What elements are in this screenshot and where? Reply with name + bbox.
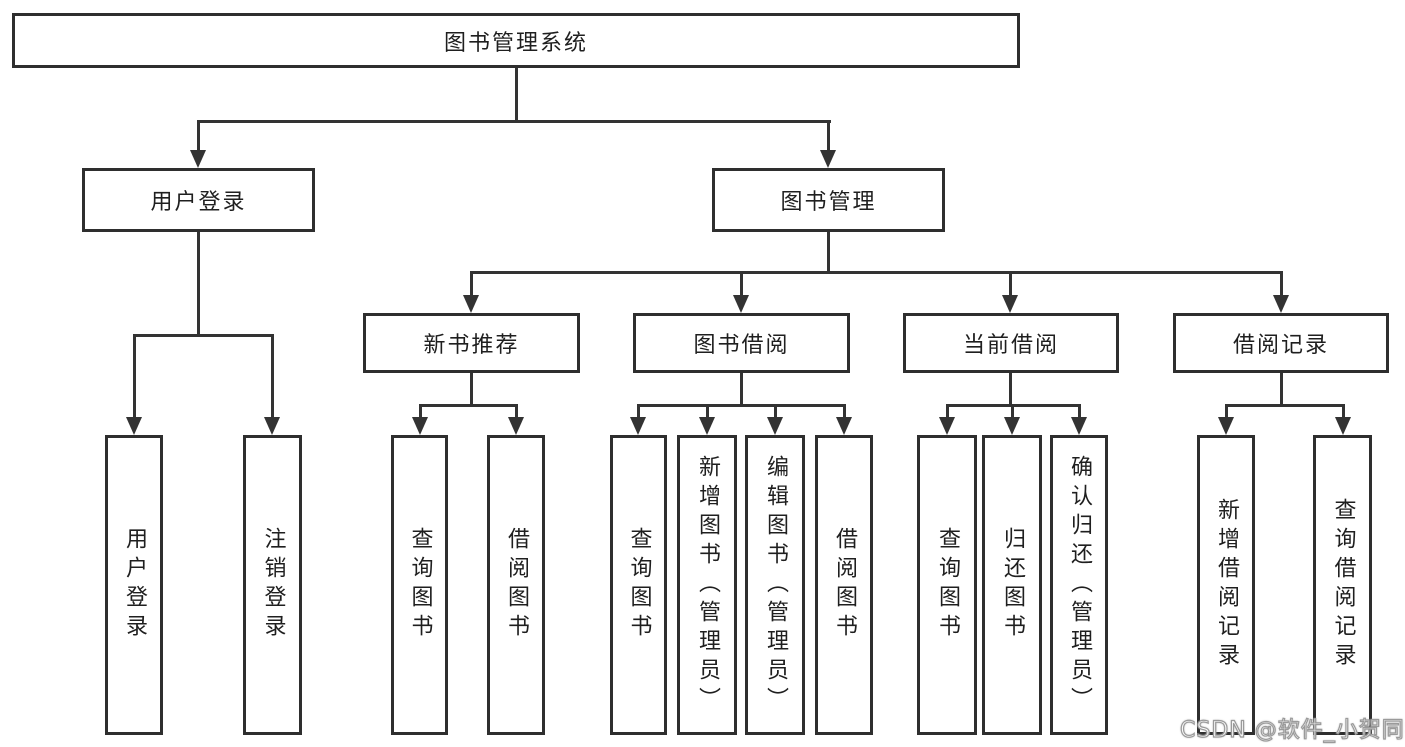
node-borrow: 图书借阅 xyxy=(633,313,850,373)
csdn-watermark: CSDN @软件_小贺同学 xyxy=(1179,717,1405,743)
connector-user-login-stem xyxy=(197,232,200,337)
arrowhead-cu1 xyxy=(939,417,955,435)
leaf-borrow-borrow: 借阅图书 xyxy=(815,435,873,735)
connector-new-book-hline xyxy=(419,404,518,407)
connector-arrow-line-new-book xyxy=(470,271,473,297)
leaf-newbook-borrow-label: 借阅图书 xyxy=(504,527,529,643)
node-borrow-label: 图书借阅 xyxy=(693,333,790,358)
connector-level3-hline xyxy=(470,271,1283,274)
connector-arrow-line-br2 xyxy=(706,404,709,419)
arrowhead-book-mgmt xyxy=(820,150,836,168)
arrowhead-re2 xyxy=(1335,417,1351,435)
node-record-label: 借阅记录 xyxy=(1232,333,1329,358)
leaf-logout: 注销登录 xyxy=(243,435,302,735)
leaf-borrow-query-label: 查询图书 xyxy=(626,527,652,643)
leaf-newbook-borrow: 借阅图书 xyxy=(487,435,545,735)
node-user-login: 用户登录 xyxy=(82,168,315,232)
connector-record-stem xyxy=(1280,373,1283,407)
node-record: 借阅记录 xyxy=(1173,313,1389,373)
leaf-current-query-label: 查询图书 xyxy=(935,527,960,643)
connector-arrow-line-cu2 xyxy=(1011,404,1014,419)
leaf-record-query: 查询借阅记录 xyxy=(1313,435,1372,735)
leaf-current-return: 归还图书 xyxy=(982,435,1042,735)
connector-arrow-line-nb2 xyxy=(515,404,518,419)
connector-arrow-line-book-mgmt xyxy=(827,120,830,152)
leaf-record-add: 新增借阅记录 xyxy=(1197,435,1255,735)
leaf-borrow-add-label: 新增图书（管理员） xyxy=(695,454,720,716)
connector-arrow-line-br3 xyxy=(774,404,777,419)
leaf-newbook-query-label: 查询图书 xyxy=(407,527,433,643)
leaf-borrow-borrow-label: 借阅图书 xyxy=(832,527,857,643)
connector-book-mgmt-stem xyxy=(827,232,830,274)
connector-arrow-line-cu1 xyxy=(946,404,949,419)
leaf-user-login: 用户登录 xyxy=(105,435,163,735)
arrowhead-record xyxy=(1273,295,1289,313)
leaf-borrow-query: 查询图书 xyxy=(610,435,667,735)
leaf-current-confirm: 确认归还（管理员） xyxy=(1050,435,1108,735)
leaf-record-query-label: 查询借阅记录 xyxy=(1330,498,1356,672)
leaf-borrow-edit: 编辑图书（管理员） xyxy=(745,435,805,735)
node-user-login-label: 用户登录 xyxy=(150,190,247,215)
arrowhead-borrow xyxy=(733,295,749,313)
connector-arrow-line-cu3 xyxy=(1078,404,1081,419)
leaf-current-return-label: 归还图书 xyxy=(1000,527,1025,643)
connector-arrow-line-current xyxy=(1009,271,1012,297)
arrowhead-cu3 xyxy=(1071,417,1087,435)
connector-root-stem xyxy=(515,68,518,123)
leaf-current-confirm-label: 确认归还（管理员） xyxy=(1067,454,1092,716)
node-new-book: 新书推荐 xyxy=(363,313,580,373)
leaf-borrow-add: 新增图书（管理员） xyxy=(677,435,737,735)
connector-new-book-stem xyxy=(470,373,473,407)
connector-arrow-line-re1 xyxy=(1225,404,1228,419)
connector-borrow-stem xyxy=(740,373,743,407)
arrowhead-nb2 xyxy=(508,417,524,435)
arrowhead-nb1 xyxy=(412,417,428,435)
connector-user-login-hline xyxy=(133,334,274,337)
leaf-current-query: 查询图书 xyxy=(917,435,977,735)
node-current-label: 当前借阅 xyxy=(962,333,1059,358)
arrowhead-cu2 xyxy=(1004,417,1020,435)
arrowhead-re1 xyxy=(1218,417,1234,435)
arrowhead-user-login xyxy=(190,150,206,168)
arrowhead-br3 xyxy=(767,417,783,435)
node-root-label: 图书管理系统 xyxy=(443,30,588,56)
leaf-newbook-query: 查询图书 xyxy=(391,435,448,735)
connector-current-stem xyxy=(1009,373,1012,407)
node-new-book-label: 新书推荐 xyxy=(423,333,520,358)
connector-arrow-line-nb1 xyxy=(419,404,422,419)
connector-borrow-hline xyxy=(637,404,846,407)
arrowhead-current xyxy=(1002,295,1018,313)
node-book-mgmt: 图书管理 xyxy=(712,168,945,232)
leaf-record-add-label: 新增借阅记录 xyxy=(1214,498,1239,672)
connector-record-hline xyxy=(1225,404,1345,407)
leaf-user-login-label: 用户登录 xyxy=(122,527,147,643)
arrowhead-new-book xyxy=(463,295,479,313)
arrowhead-br1 xyxy=(630,417,646,435)
connector-arrow-line-login-leaf xyxy=(133,334,136,419)
connector-arrow-line-re2 xyxy=(1342,404,1345,419)
node-book-mgmt-label: 图书管理 xyxy=(780,190,877,215)
connector-arrow-line-br1 xyxy=(637,404,640,419)
arrowhead-br2 xyxy=(699,417,715,435)
node-current: 当前借阅 xyxy=(903,313,1119,373)
arrowhead-logout-leaf xyxy=(264,417,280,435)
connector-arrow-line-br4 xyxy=(843,404,846,419)
arrowhead-login-leaf xyxy=(126,417,142,435)
connector-arrow-line-logout-leaf xyxy=(271,334,274,419)
connector-arrow-line-borrow xyxy=(740,271,743,297)
connector-arrow-line-record xyxy=(1280,271,1283,297)
leaf-borrow-edit-label: 编辑图书（管理员） xyxy=(763,454,788,716)
arrowhead-br4 xyxy=(836,417,852,435)
connector-level1-hline xyxy=(197,120,831,123)
connector-arrow-line-user-login xyxy=(197,120,200,152)
leaf-logout-label: 注销登录 xyxy=(260,527,286,643)
node-root: 图书管理系统 xyxy=(12,13,1020,68)
